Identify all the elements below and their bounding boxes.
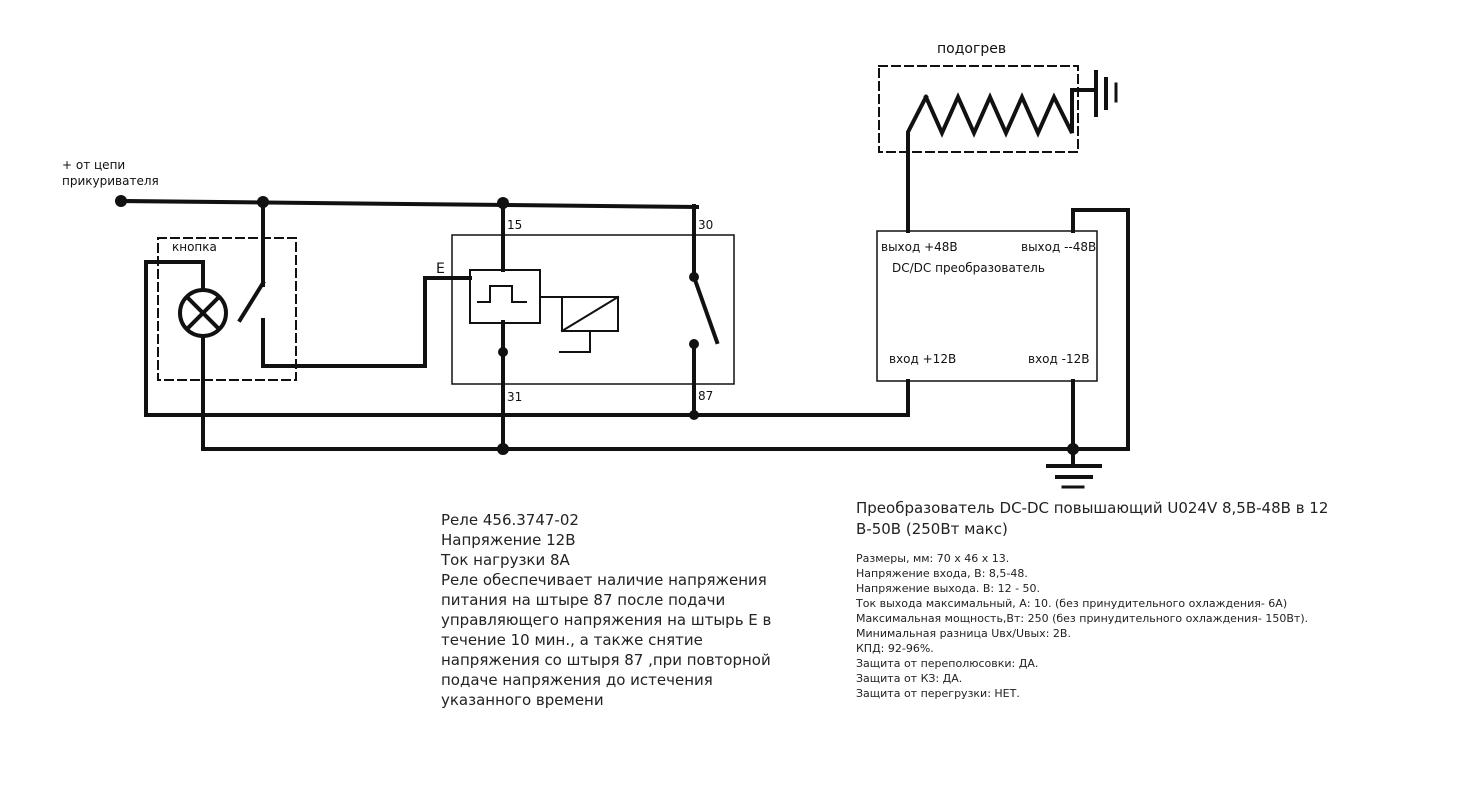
conv-out-plus-label: выход +48В	[881, 240, 958, 254]
wire-lamp-top	[144, 260, 910, 417]
pin-87-label: 87	[698, 389, 713, 403]
switch-blade	[237, 280, 266, 323]
converter-title: Преобразователь DC-DC повышающий U024V 8…	[856, 498, 1356, 540]
converter-title-line1: Преобразователь DC-DC повышающий U024V 8…	[856, 499, 1329, 517]
junction-pin-87	[689, 410, 699, 420]
button-label: кнопка	[172, 240, 217, 254]
relay-note-line: питания на штыре 87 после подачи	[441, 591, 726, 609]
relay-description: Реле 456.3747-02 Напряжение 12В Ток нагр…	[441, 510, 781, 710]
conv-in-minus-label: вход -12В	[1028, 352, 1089, 366]
conv-out-minus-label: выход --48В	[1021, 240, 1096, 254]
junction-contact-bottom	[689, 339, 699, 349]
wire-conv-out-minus	[1071, 208, 1130, 451]
converter-spec-line: Размеры, мм: 70 х 46 х 13.	[856, 552, 1010, 565]
heater-label: подогрев	[937, 41, 1006, 57]
wire-switch-to-e	[261, 276, 472, 368]
converter-spec-line: Защита от КЗ: ДА.	[856, 672, 963, 685]
converter-spec-line: Максимальная мощность,Вт: 250 (без прину…	[856, 612, 1309, 625]
lamp-cross-2	[185, 295, 221, 331]
converter-spec-line: Ток выхода максимальный, А: 10. (без при…	[856, 597, 1288, 610]
relay-coil-wire-side	[559, 330, 591, 353]
relay-note-line: Напряжение 12В	[441, 531, 576, 549]
relay-note-line: подаче напряжения до истечения	[441, 671, 713, 689]
converter-body	[876, 230, 1098, 382]
pin-30-label: 30	[698, 218, 713, 232]
heater-housing	[878, 65, 1079, 153]
relay-note-line: Реле 456.3747-02	[441, 511, 579, 529]
converter-spec-line: Защита от переполюсовки: ДА.	[856, 657, 1039, 670]
junction-source	[115, 195, 127, 207]
relay-note-line: напряжения со штыря 87 ,при повторной	[441, 651, 771, 669]
pin-31-label: 31	[507, 390, 522, 404]
converter-spec-line: Минимальная разница Uвх/Uвых: 2В.	[856, 627, 1071, 640]
relay-timer-block	[469, 269, 541, 324]
converter-spec-line: Напряжение выхода. В: 12 - 50.	[856, 582, 1041, 595]
converter-specs: Размеры, мм: 70 х 46 х 13. Напряжение вх…	[856, 551, 1356, 701]
junction-switch-top	[257, 196, 269, 208]
converter-spec-line: Защита от перегрузки: НЕТ.	[856, 687, 1020, 700]
conv-name-label: DC/DC преобразователь	[892, 261, 1045, 275]
pin-e-label: E	[436, 261, 445, 277]
conv-in-plus-label: вход +12В	[889, 352, 956, 366]
converter-description: Преобразователь DC-DC повышающий U024V 8…	[856, 498, 1356, 701]
button-housing	[157, 237, 297, 381]
wire-plus-rail	[118, 198, 700, 210]
converter-spec-line: КПД: 92-96%.	[856, 642, 934, 655]
converter-spec-line: Напряжение входа, В: 8,5-48.	[856, 567, 1028, 580]
converter-title-line2: В-50В (250Вт макс)	[856, 520, 1008, 538]
relay-note-line: указанного времени	[441, 691, 604, 709]
junction-timer	[498, 347, 508, 357]
relay-note-line: течение 10 мин., а также снятие	[441, 631, 703, 649]
source-label-line2: прикуривателя	[62, 174, 159, 188]
relay-coil-diagonal	[560, 295, 620, 333]
relay-note-line: Реле обеспечивает наличие напряжения	[441, 571, 767, 589]
source-label-line1: + от цепи	[62, 158, 125, 172]
relay-body	[451, 234, 735, 385]
junction-pin-15	[497, 197, 509, 209]
relay-contact-blade	[691, 274, 720, 345]
relay-note-line: управляющего напряжения на штырь Е в	[441, 611, 772, 629]
junction-ground	[1067, 443, 1079, 455]
wire-heater-feed	[906, 94, 929, 233]
relay-note-line: Ток нагрузки 8А	[441, 551, 570, 569]
heater-resistor	[923, 88, 1098, 138]
junction-pin-31	[497, 443, 509, 455]
relay-pulse-symbol	[477, 285, 527, 303]
junction-contact-top	[689, 272, 699, 282]
pin-15-label: 15	[507, 218, 522, 232]
